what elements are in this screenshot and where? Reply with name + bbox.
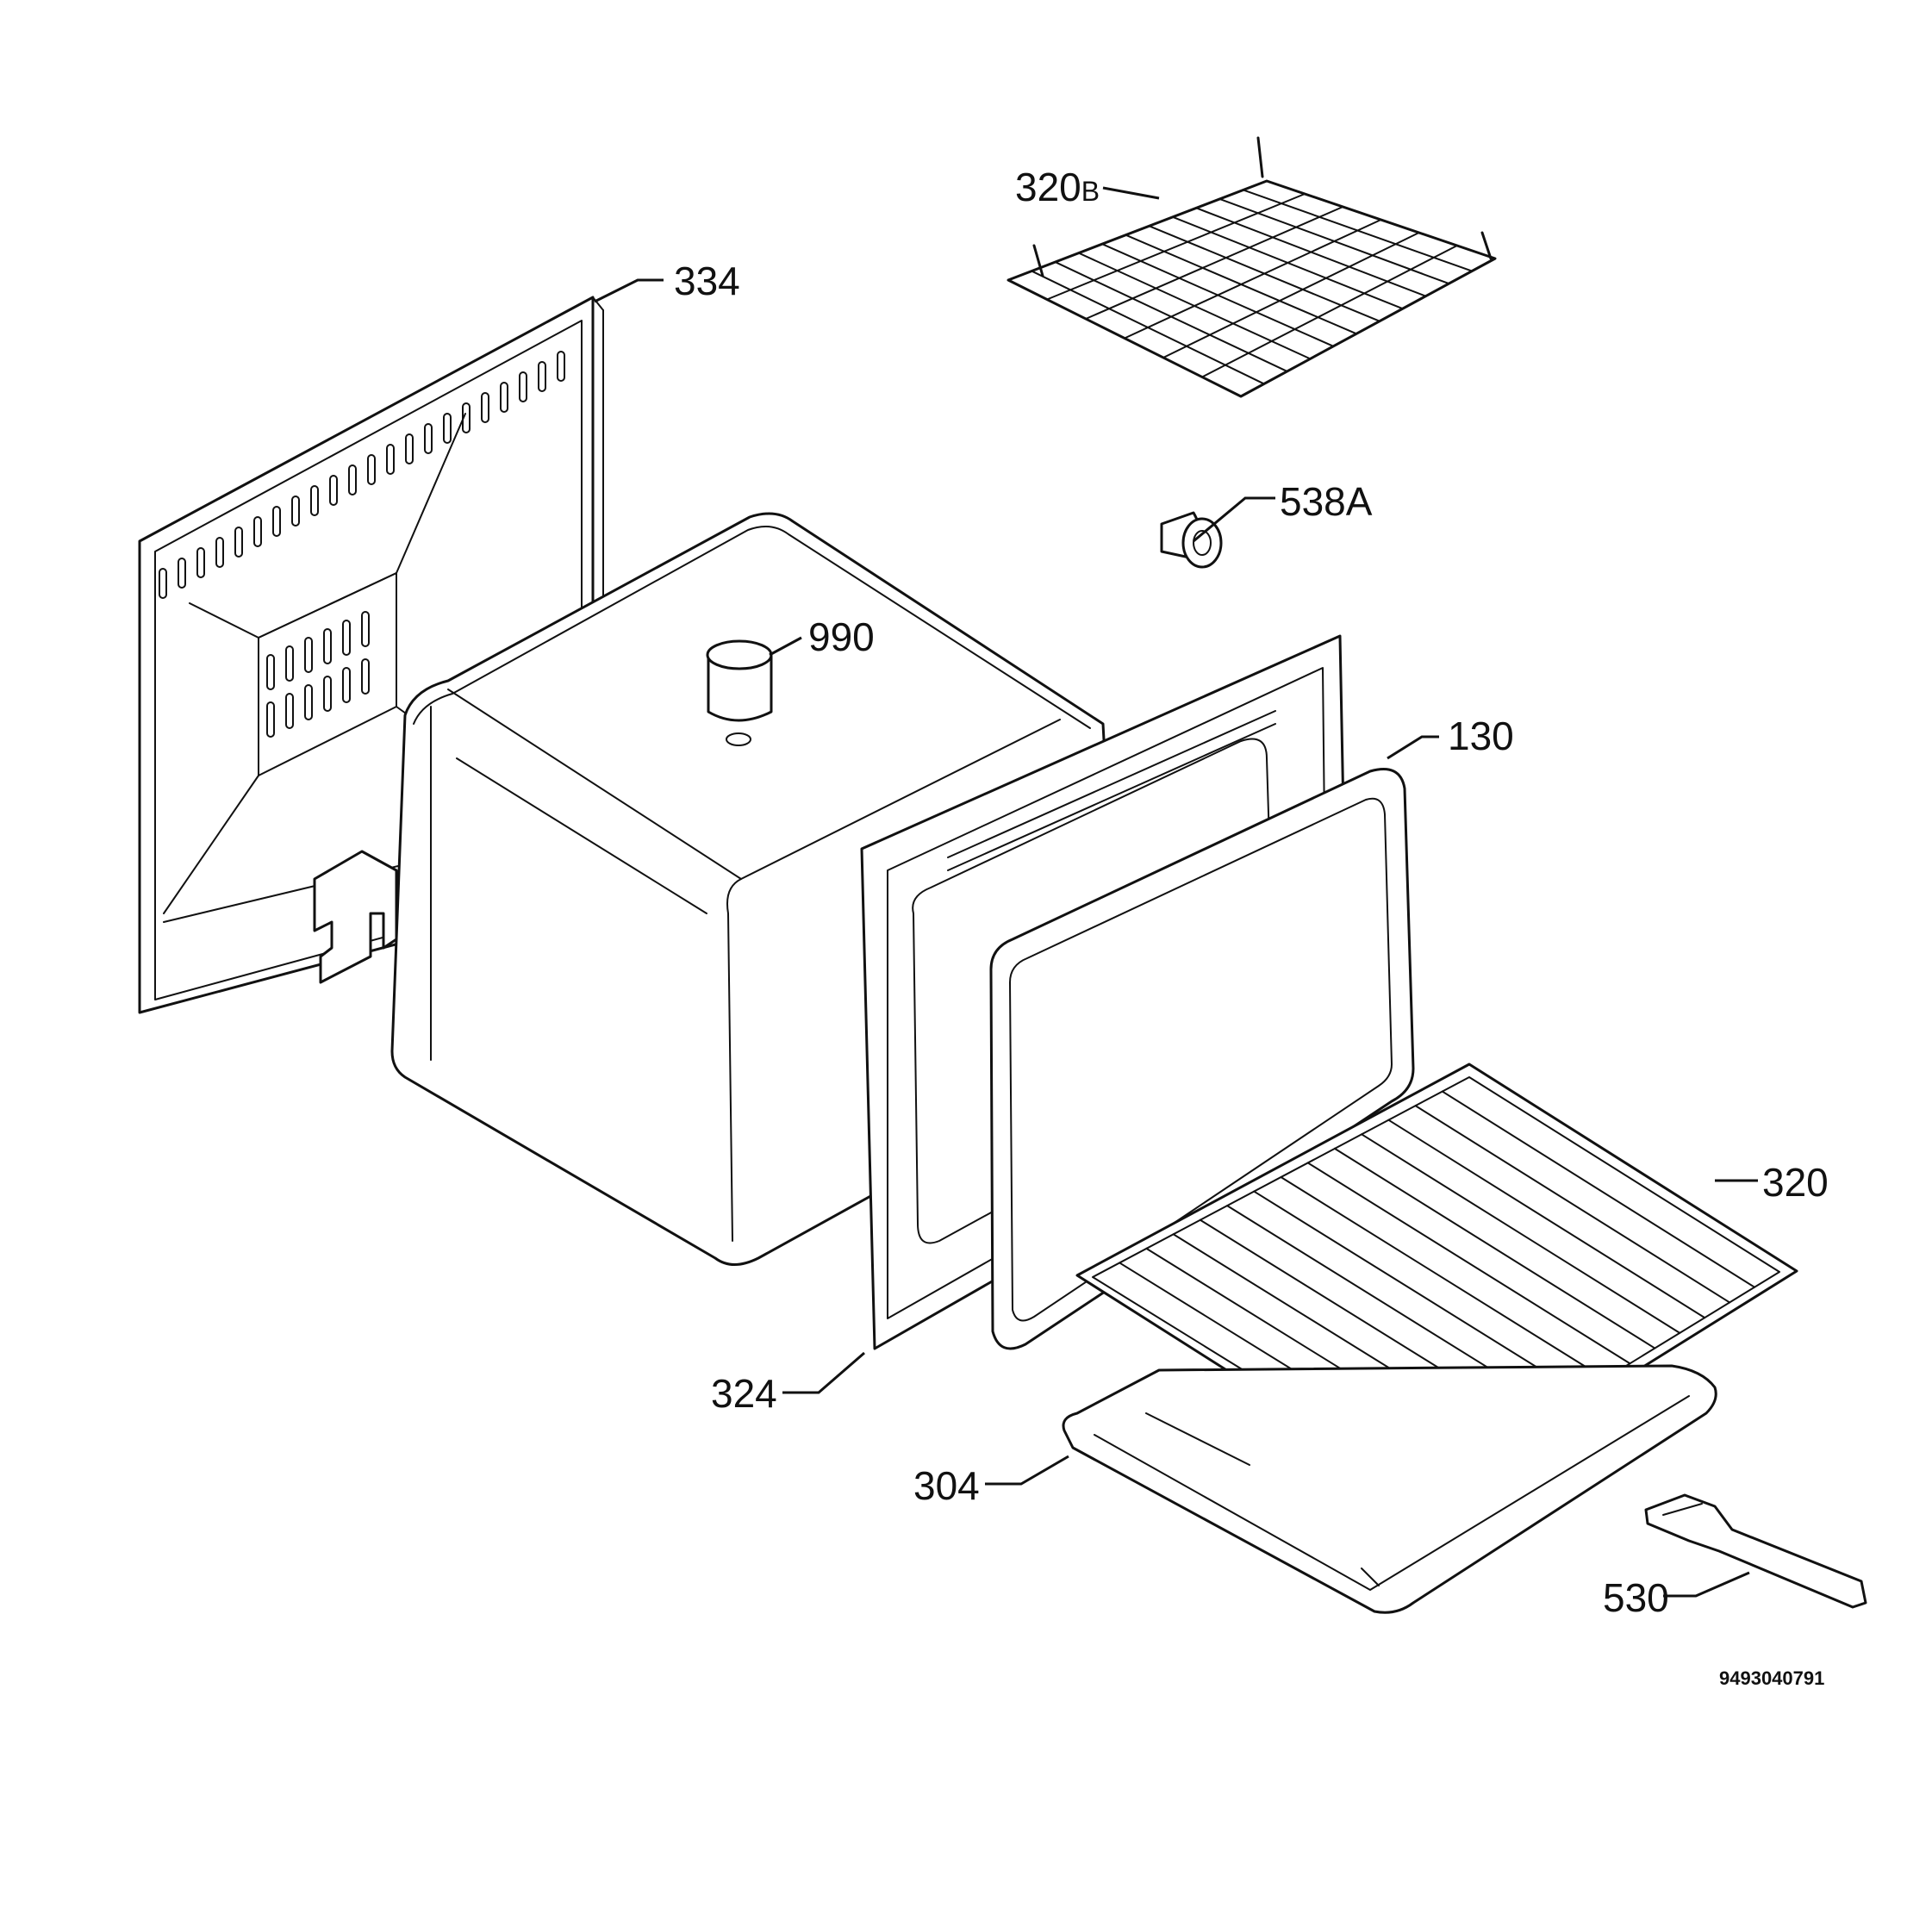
vent-slot [500,382,508,413]
part-990-lamp-cover [706,639,773,746]
vent-slot [178,558,186,589]
shelf-bar [1387,1119,1706,1319]
vent-slot [285,693,294,729]
label-320: 320 [1762,1160,1829,1205]
shelf-bar [1333,1147,1656,1349]
vent-slot [323,676,332,712]
part-538a-lamp-holder [1160,511,1223,569]
vent-slot [443,413,452,444]
part-304-baking-tray [1062,1364,1717,1614]
vent-slot [234,527,243,558]
vent-slot [323,628,332,664]
shelf-bar [1280,1176,1606,1380]
label-320b-suffix: B [1081,176,1100,207]
vent-slot [557,351,565,382]
vent-slot [253,516,262,547]
vent-slot [348,464,357,495]
label-324: 324 [711,1371,777,1416]
vent-slot [304,637,313,673]
leader-lines [594,186,1758,1598]
vent-slot [405,433,414,464]
vent-slot [361,611,370,647]
label-130: 130 [1448,714,1514,758]
shelf-bar [1361,1133,1681,1334]
vent-slot [291,495,300,527]
rack-wire [1085,206,1344,320]
shelf-bar [1253,1190,1581,1395]
vent-slot [538,361,546,392]
vent-slot [424,423,433,454]
vent-slot [310,485,319,516]
rear-panel-vent-slots [159,351,565,738]
vent-slot [196,547,205,578]
vent-slot [285,645,294,682]
vent-slot [266,701,275,738]
part-530-tray-handle [1644,1493,1867,1609]
label-530: 530 [1603,1575,1669,1620]
vent-slot [386,444,395,475]
label-334: 334 [674,259,740,303]
rack-wire [1046,193,1306,301]
shelf-bar [1441,1090,1756,1288]
rack-wire [1124,219,1382,340]
mounting-bracket [313,850,398,984]
vent-slot [462,402,471,433]
vent-slot [329,475,338,506]
part-130-door-seal [989,768,1415,1350]
vent-slot [342,667,351,703]
vent-slot [481,392,489,423]
rack-wire [1201,245,1458,378]
shelf-bar [1306,1162,1631,1365]
vent-slot [159,568,167,599]
shelf-bar [1414,1105,1731,1304]
vent-slot [367,454,376,485]
vent-slot [266,654,275,690]
vent-slot [304,684,313,720]
vent-slot [519,371,527,402]
vent-slot [342,620,351,656]
part-labels: 334 320B 538A 990 130 320 324 304 530 94… [674,165,1829,1689]
label-320b: 320B [1015,165,1100,209]
label-538a: 538A [1280,479,1373,524]
rack-wire [1162,232,1420,358]
label-304: 304 [913,1463,980,1508]
vent-slot [272,506,281,537]
part-320b-wire-rack [1007,136,1497,398]
document-number: 9493040791 [1719,1667,1824,1689]
label-990: 990 [808,614,875,659]
label-320b-number: 320 [1015,165,1081,209]
vent-slot [215,537,224,568]
vent-slot [361,658,370,695]
rack-320b-grid [1031,189,1474,385]
